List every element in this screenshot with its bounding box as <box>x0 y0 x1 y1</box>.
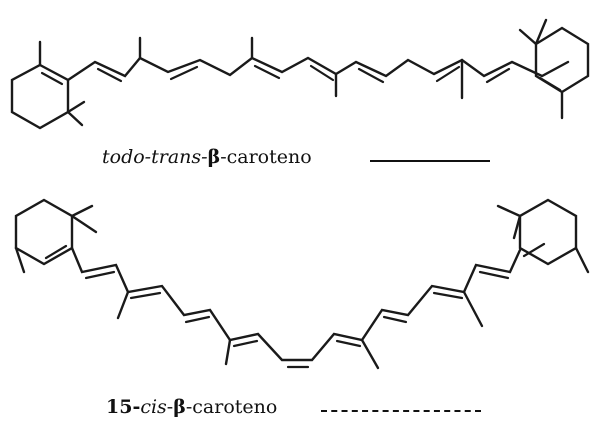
trans-caption-prefix: todo-trans- <box>102 146 208 168</box>
cis-left-ring <box>14 198 98 274</box>
cis-caption-beta: β <box>173 396 186 418</box>
trans-caption-beta: β <box>207 146 221 168</box>
cis-caption-dash: - <box>166 396 174 418</box>
cis-carotene-caption: 15-cis-β-caroteno <box>106 396 277 418</box>
solid-legend-line <box>370 160 490 162</box>
cis-caption-italic: cis <box>140 396 167 418</box>
trans-polyene-chain <box>66 36 570 100</box>
cis-right-ring <box>496 198 590 274</box>
cis-beta-carotene-structure <box>14 198 590 370</box>
cis-caption-suffix: -caroteno <box>185 396 278 418</box>
trans-left-ring <box>10 40 86 130</box>
cis-polyene-chain <box>70 246 522 370</box>
trans-beta-carotene-structure <box>10 18 590 130</box>
trans-carotene-caption: todo-trans-β-caroteno <box>102 146 312 168</box>
trans-right-ring <box>518 18 590 120</box>
cis-caption-number: 15- <box>106 396 141 418</box>
dashed-legend-line <box>321 410 481 412</box>
trans-caption-suffix: -caroteno <box>220 146 312 168</box>
